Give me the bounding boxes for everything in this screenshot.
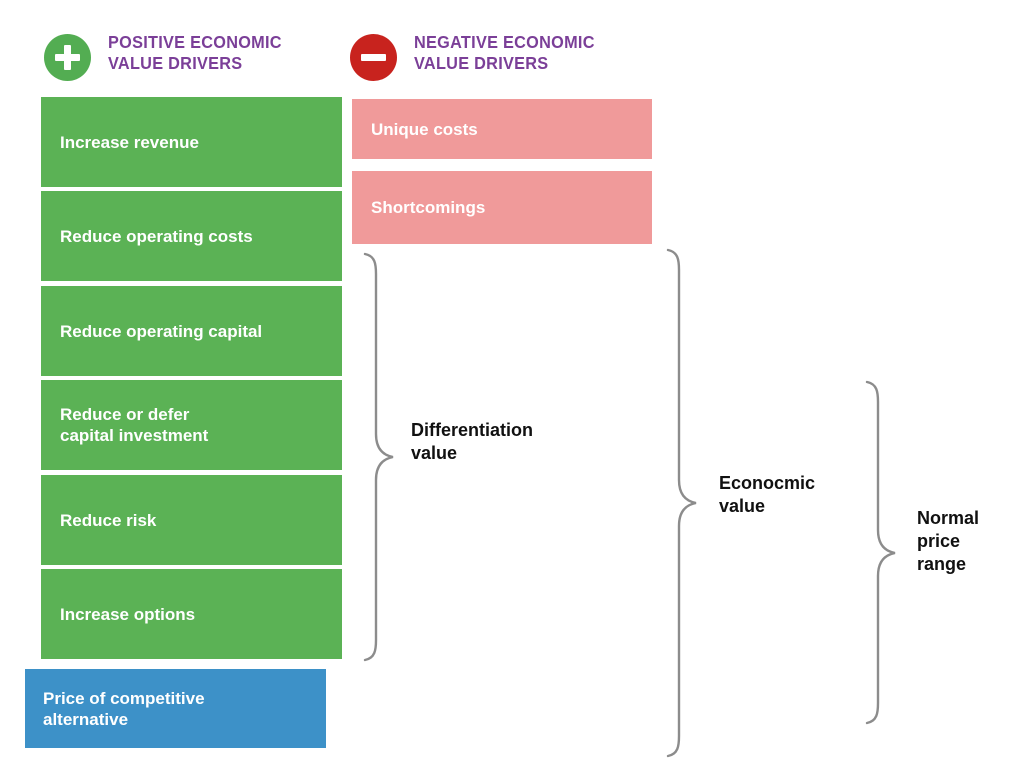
positive-driver-box-2[interactable]: Reduce operating costs bbox=[41, 191, 342, 281]
brace-normal-price-range-label: Normal price range bbox=[917, 508, 980, 574]
positive-driver-label-6: Increase options bbox=[60, 604, 196, 624]
positive-driver-box-5[interactable]: Reduce risk bbox=[41, 475, 342, 565]
brace-economic-value-label: Econocmic value bbox=[719, 473, 816, 516]
legend-negative-label: NEGATIVE ECONOMIC VALUE DRIVERS bbox=[414, 32, 595, 73]
legend-positive: POSITIVE ECONOMIC VALUE DRIVERS bbox=[44, 32, 295, 81]
brace-differentiation-value bbox=[362, 252, 396, 662]
baseline-price-label: Price of competitive alternative bbox=[43, 688, 205, 729]
positive-driver-label-1: Increase revenue bbox=[60, 132, 199, 152]
positive-driver-box-3[interactable]: Reduce operating capital bbox=[41, 286, 342, 376]
minus-circle-icon bbox=[350, 34, 397, 81]
positive-driver-box-6[interactable]: Increase options bbox=[41, 569, 342, 659]
brace-economic-value bbox=[665, 248, 699, 758]
baseline-price-box[interactable]: Price of competitive alternative bbox=[25, 669, 326, 748]
positive-driver-label-4: Reduce or defer capital investment bbox=[60, 405, 209, 445]
negative-driver-box-2[interactable]: Shortcomings bbox=[352, 171, 652, 244]
negative-driver-box-1[interactable]: Unique costs bbox=[352, 99, 652, 159]
plus-circle-icon bbox=[44, 34, 91, 81]
brace-differentiation-value-label: Differentiation value bbox=[411, 420, 534, 463]
positive-driver-label-3: Reduce operating capital bbox=[60, 321, 263, 341]
plus-vertical-bar bbox=[64, 45, 71, 70]
minus-horizontal-bar bbox=[361, 54, 386, 61]
positive-driver-box-4[interactable]: Reduce or defer capital investment bbox=[41, 380, 342, 470]
legend-negative: NEGATIVE ECONOMIC VALUE DRIVERS bbox=[350, 32, 608, 81]
positive-driver-box-1[interactable]: Increase revenue bbox=[41, 97, 342, 187]
brace-normal-price-range bbox=[864, 380, 898, 725]
negative-driver-label-1: Unique costs bbox=[371, 119, 478, 139]
negative-driver-label-2: Shortcomings bbox=[371, 198, 486, 217]
positive-driver-label-5: Reduce risk bbox=[60, 510, 157, 530]
positive-driver-label-2: Reduce operating costs bbox=[60, 226, 253, 246]
legend-positive-label: POSITIVE ECONOMIC VALUE DRIVERS bbox=[108, 32, 282, 73]
